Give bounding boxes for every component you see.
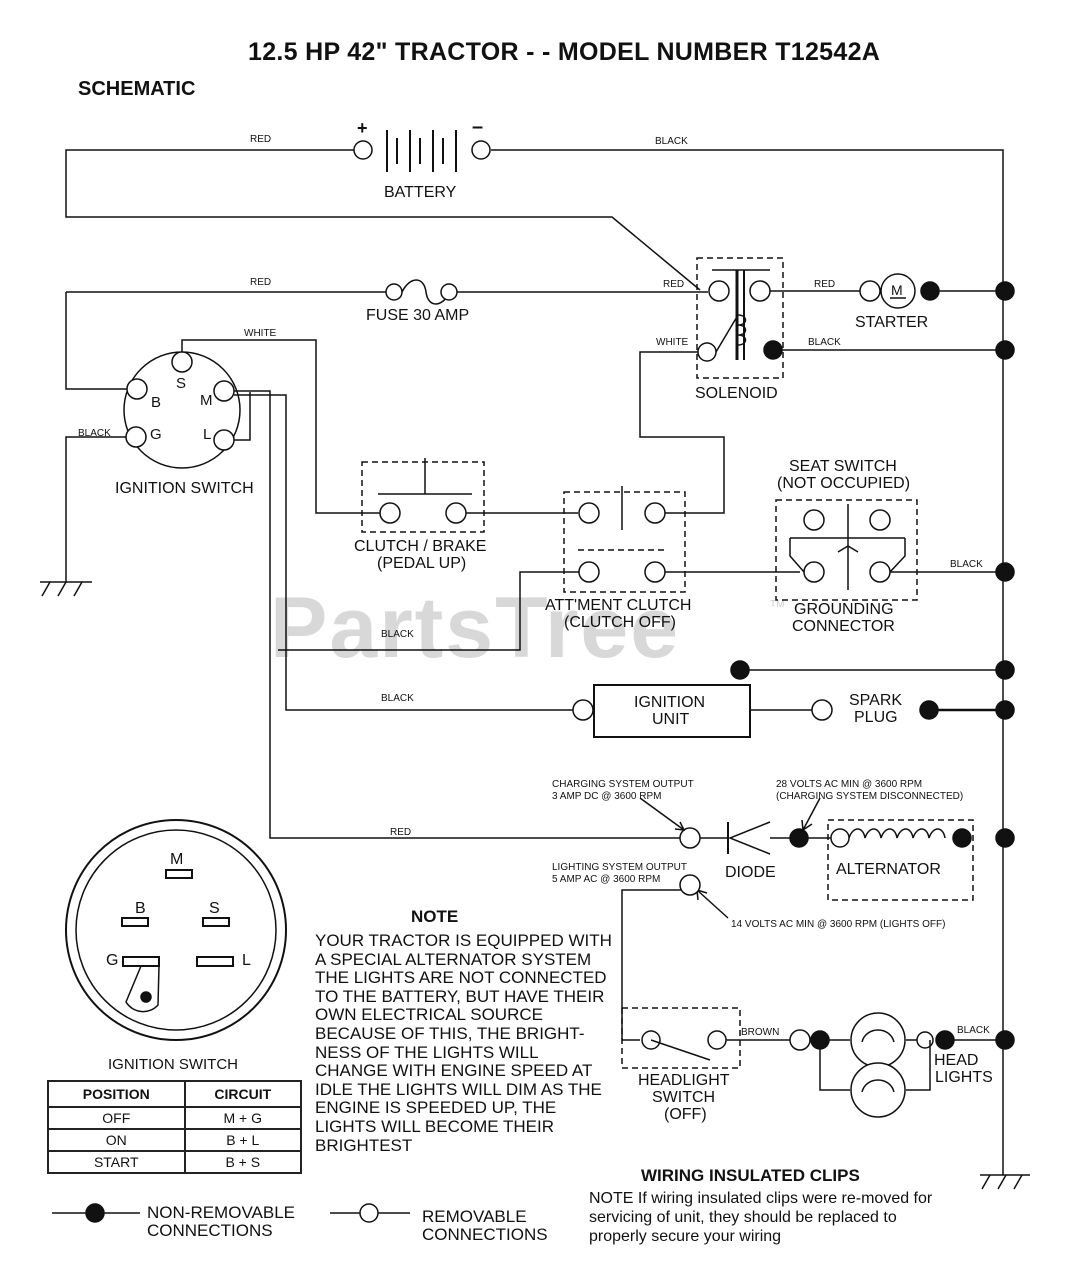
terminal-m: M xyxy=(200,392,213,409)
headlight-switch-label-2: SWITCH xyxy=(652,1089,716,1106)
table-cell: B + L xyxy=(183,1128,303,1152)
attachment-clutch-label: ATT'MENT CLUTCH xyxy=(545,597,692,614)
legend-removable-2: CONNECTIONS xyxy=(422,1225,548,1244)
lighting-output-line-1: LIGHTING SYSTEM OUTPUT xyxy=(552,862,688,873)
table-cell: START xyxy=(47,1150,186,1174)
table-cell: B + S xyxy=(183,1150,303,1174)
alternator-label: ALTERNATOR xyxy=(836,861,941,878)
table-header-circuit: CIRCUIT xyxy=(183,1080,303,1108)
terminal-s: S xyxy=(176,375,187,392)
terminal-g: G xyxy=(150,426,162,443)
headlight-switch-label-1: HEADLIGHT xyxy=(638,1072,730,1089)
volts28-line-2: (CHARGING SYSTEM DISCONNECTED) xyxy=(776,791,964,802)
solenoid-label: SOLENOID xyxy=(695,385,778,402)
note-title: NOTE xyxy=(411,907,459,926)
ignition-switch-label: IGNITION SWITCH xyxy=(115,480,254,497)
table-cell: OFF xyxy=(47,1106,186,1130)
wire-label-black-top: BLACK xyxy=(655,136,688,147)
fuse-symbol xyxy=(385,279,458,305)
detail-caption: IGNITION SWITCH xyxy=(108,1056,238,1073)
terminal-l: L xyxy=(203,426,212,443)
ignition-unit-label-2: UNIT xyxy=(652,711,690,728)
wire-label-black-lights: BLACK xyxy=(957,1025,990,1036)
head-lights-label-1: HEAD xyxy=(934,1052,979,1069)
table-header-position: POSITION xyxy=(47,1080,186,1108)
detail-terminal-g: G xyxy=(106,952,119,969)
seat-switch-state: (NOT OCCUPIED) xyxy=(777,475,911,492)
wire-label-red-solenoid: RED xyxy=(663,279,685,290)
terminal-b: B xyxy=(151,394,162,411)
clips-body: NOTE If wiring insulated clips were re-m… xyxy=(589,1190,933,1245)
wire-label-black-ground: BLACK xyxy=(78,428,111,439)
wire-label-white-ignition: WHITE xyxy=(244,328,277,339)
charging-output-line-2: 3 AMP DC @ 3600 RPM xyxy=(552,791,662,802)
watermark-trademark: TM xyxy=(770,599,785,610)
detail-terminal-s: S xyxy=(209,900,220,917)
wire-label-brown: BROWN xyxy=(741,1027,780,1038)
note-body: YOUR TRACTOR IS EQUIPPED WITH A SPECIAL … xyxy=(315,931,612,1155)
wire-label-red-top: RED xyxy=(250,134,272,145)
starter-label: STARTER xyxy=(855,314,929,331)
table-cell: ON xyxy=(47,1128,186,1152)
ignition-position-table: POSITION CIRCUIT OFF M + G ON B + L STAR… xyxy=(47,1080,303,1174)
wire-label-red-starter: RED xyxy=(814,279,836,290)
head-lights-label-2: LIGHTS xyxy=(935,1069,993,1086)
diode-label: DIODE xyxy=(725,864,776,881)
clutch-brake-label: CLUTCH / BRAKE xyxy=(354,538,487,555)
battery-minus: – xyxy=(472,116,484,138)
lighting-output-line-2: 5 AMP AC @ 3600 RPM xyxy=(552,874,661,885)
fuse-label: FUSE 30 AMP xyxy=(366,307,470,324)
volts14-label: 14 VOLTS AC MIN @ 3600 RPM (LIGHTS OFF) xyxy=(731,919,946,930)
clips-title: WIRING INSULATED CLIPS xyxy=(641,1166,860,1185)
battery-label: BATTERY xyxy=(384,184,457,201)
watermark: PartsTree xyxy=(270,580,681,676)
table-row: ON B + L xyxy=(47,1128,303,1152)
detail-terminal-b: B xyxy=(135,900,146,917)
battery-plus: + xyxy=(357,118,368,138)
page-title: 12.5 HP 42" TRACTOR - - MODEL NUMBER T12… xyxy=(248,38,881,66)
wire-label-black-ignition-unit: BLACK xyxy=(381,693,414,704)
volts28-line-1: 28 VOLTS AC MIN @ 3600 RPM xyxy=(776,779,923,790)
legend-non-removable-2: CONNECTIONS xyxy=(147,1221,273,1240)
wire-label-red-fuse: RED xyxy=(250,277,272,288)
table-cell: M + G xyxy=(183,1106,303,1130)
spark-plug-label-2: PLUG xyxy=(854,709,898,726)
wire-label-black-seat: BLACK xyxy=(950,559,983,570)
wire-label-white-solenoid: WHITE xyxy=(656,337,689,348)
ignition-unit-label-1: IGNITION xyxy=(634,694,706,711)
ground-right xyxy=(980,1174,1030,1190)
wire-label-black-solenoid: BLACK xyxy=(808,337,841,348)
clutch-brake-state: (PEDAL UP) xyxy=(377,555,467,572)
charging-output-line-1: CHARGING SYSTEM OUTPUT xyxy=(552,779,694,790)
wire-label-black-clutch: BLACK xyxy=(381,629,414,640)
seat-switch-label: SEAT SWITCH xyxy=(789,458,897,475)
attachment-clutch-state: (CLUTCH OFF) xyxy=(564,614,676,631)
wire-label-red-charging: RED xyxy=(390,827,412,838)
diode-symbol xyxy=(727,821,771,855)
ground-left xyxy=(40,581,92,597)
spark-plug-label-1: SPARK xyxy=(849,692,903,709)
headlight-switch-label-3: (OFF) xyxy=(664,1106,707,1123)
detail-terminal-l: L xyxy=(242,952,251,969)
grounding-connector-label-2: CONNECTOR xyxy=(792,618,895,635)
legend-removable-1: REMOVABLE xyxy=(422,1207,527,1226)
schematic-subtitle: SCHEMATIC xyxy=(78,78,196,100)
grounding-connector-label-1: GROUNDING xyxy=(794,601,894,618)
starter-symbol: M xyxy=(891,282,903,298)
detail-terminal-m: M xyxy=(170,851,184,868)
battery-symbol xyxy=(386,130,457,172)
legend-non-removable-1: NON-REMOVABLE xyxy=(147,1203,295,1222)
table-row: OFF M + G xyxy=(47,1106,303,1130)
table-row: START B + S xyxy=(47,1150,303,1174)
